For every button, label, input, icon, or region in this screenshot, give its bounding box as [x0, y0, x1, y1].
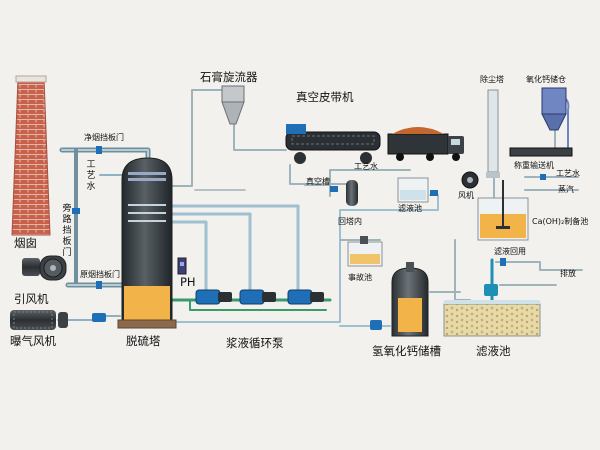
label-aeration-fan: 曝气风机: [10, 334, 56, 348]
slurry-pump-small: [92, 313, 106, 322]
dust-tower: [486, 89, 500, 178]
label-clean-damper: 净烟挡板门: [84, 133, 124, 142]
label-tower-inner: 回塔内: [338, 217, 362, 226]
label-raw-damper: 原烟挡板门: [80, 270, 120, 279]
slurry-pump-3: [287, 289, 324, 305]
truck: [387, 127, 464, 161]
calcium-hydroxide-prep-tank: [477, 180, 529, 241]
label-filtrate-return: 滤液回用: [494, 247, 526, 256]
label-dust-tower: 除尘塔: [480, 75, 504, 84]
weighing-conveyor: [509, 147, 573, 157]
label-weighing-conveyor: 称重输送机: [514, 161, 554, 170]
label-process-water-mid: 工艺水: [354, 162, 378, 171]
filtrate-pool-mid: [397, 177, 438, 203]
label-vacuum-belt: 真空皮带机: [296, 90, 354, 104]
label-process-water-left: 工艺水: [86, 160, 96, 192]
label-lime-silo: 氧化钙储仓: [526, 75, 566, 84]
label-vacuum-tank: 真空槽: [306, 177, 330, 186]
label-caoh-tank: 氢氧化钙储槽: [372, 344, 441, 358]
calcium-hydroxide-storage-tank: [370, 262, 429, 337]
vacuum-belt-filter: [285, 124, 381, 164]
slurry-pump-1: [195, 289, 232, 305]
induced-fan: [22, 255, 67, 281]
right-fan: [461, 171, 479, 189]
label-fan-right: 风机: [458, 191, 474, 200]
lime-silo: [541, 87, 567, 131]
filtrate-pool-bottom: [443, 284, 541, 337]
label-caoh-prep: Ca(OH)₂制备池: [532, 217, 589, 226]
valves: [72, 146, 546, 289]
label-steam: 蒸汽: [558, 185, 574, 194]
label-process-water-right: 工艺水: [556, 169, 580, 178]
label-discharge: 排放: [560, 269, 576, 278]
vacuum-tank: [330, 180, 358, 206]
label-gypsum-cyclone: 石膏旋流器: [200, 70, 258, 84]
gypsum-cyclone: [221, 85, 245, 125]
accident-pool: [347, 236, 383, 267]
label-absorber: 脱硫塔: [126, 334, 161, 348]
aeration-fan: [10, 310, 68, 330]
label-bypass-damper: 旁路挡板门: [62, 204, 72, 258]
slurry-pump-2: [239, 289, 276, 305]
slurry-circulation-pumps: [92, 289, 324, 322]
label-filtrate-pool-bottom: 滤液池: [476, 344, 511, 358]
label-ph: PH: [180, 275, 196, 289]
label-slurry-pumps: 浆液循环泵: [226, 336, 284, 350]
label-filtrate-pool-mid: 滤液池: [398, 204, 422, 213]
label-accident-pool: 事故池: [348, 273, 372, 282]
label-induced-fan: 引风机: [14, 292, 49, 306]
ph-meter: [177, 257, 187, 275]
label-chimney: 烟囱: [14, 236, 37, 250]
chimney: [11, 75, 51, 236]
absorber-tower: [117, 157, 177, 329]
